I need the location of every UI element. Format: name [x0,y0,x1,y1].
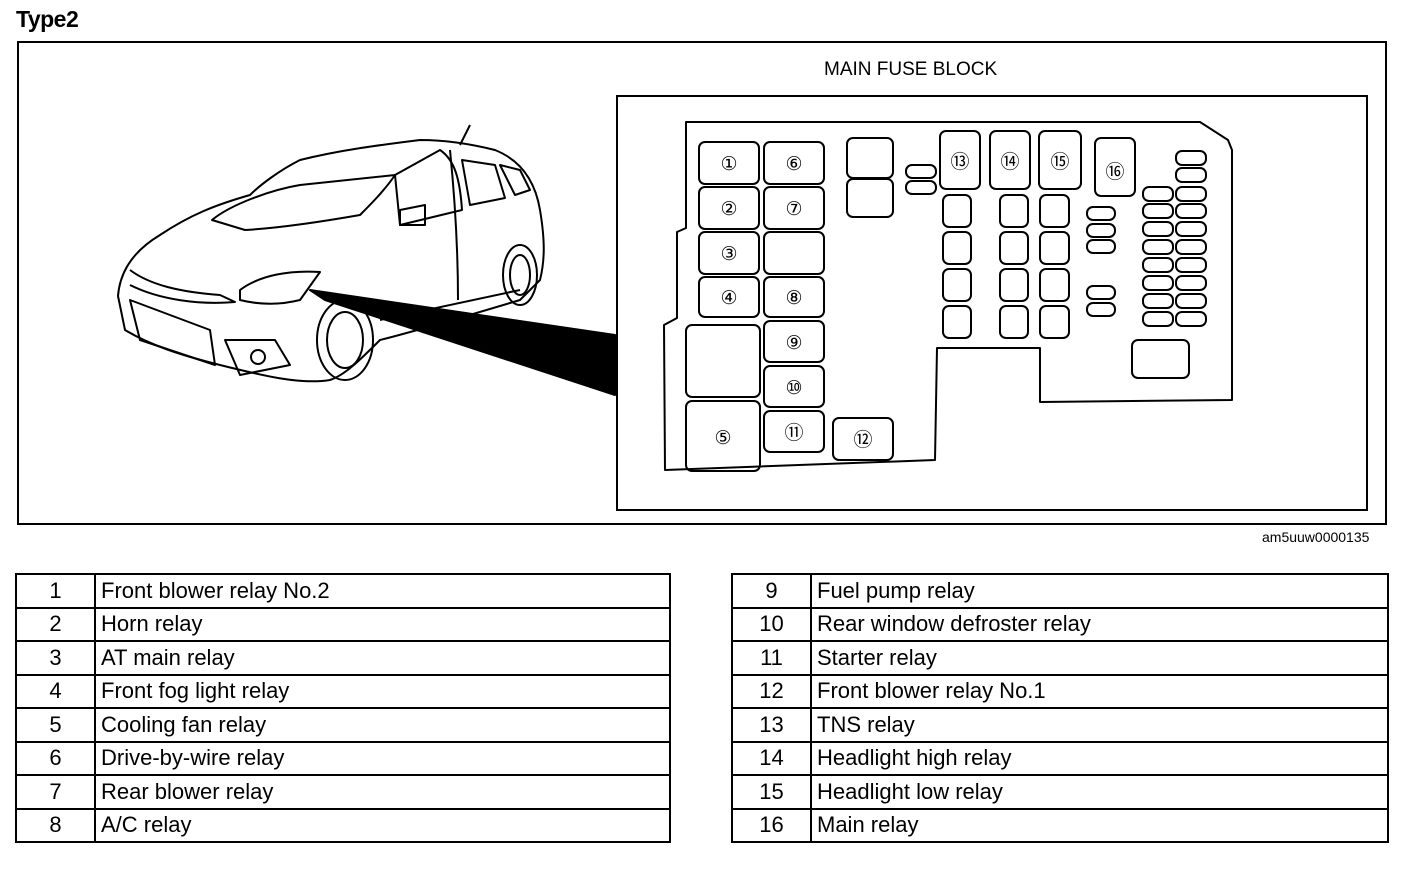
relay-marker-6: ⑥ [785,154,802,175]
relay-slot-13 [939,130,981,190]
relay-marker-12: ⑫ [853,429,872,451]
relay-name: AT main relay [94,640,671,676]
fuse-block-outline [663,121,1233,471]
fuse-slot [846,178,894,218]
relay-name: Cooling fan relay [94,707,671,743]
relay-number: 3 [15,640,96,676]
relay-number: 4 [15,673,96,709]
relay-slot-5 [685,400,761,472]
relay-slot-3 [698,231,760,275]
relay-marker-7: ⑦ [785,199,802,220]
relay-number: 8 [15,807,96,843]
relay-slot-10 [763,365,825,408]
relay-number: 5 [15,707,96,743]
relay-number: 14 [731,740,812,776]
relay-marker-4: ④ [720,288,737,309]
diagram-frame [17,41,1387,525]
relay-slot-2 [698,186,760,230]
mini-fuse [905,180,937,195]
relay-number: 6 [15,740,96,776]
fuse-grid [942,150,1207,379]
fuse-block-detail-box [616,95,1368,511]
relay-number: 11 [731,640,812,676]
relay-name: Front blower relay No.1 [810,673,1389,709]
mini-fuse [905,164,937,179]
relay-slot-14 [989,130,1031,190]
relay-slot-1 [698,141,760,185]
relay-slot-4 [698,276,760,318]
relay-marker-3: ③ [720,244,737,265]
relay-name: Front fog light relay [94,673,671,709]
relay-name: Fuel pump relay [810,573,1389,609]
relay-number: 13 [731,707,812,743]
relay-marker-11: ⑪ [784,422,803,444]
relay-marker-13: ⑬ [950,151,969,173]
relay-name: Front blower relay No.2 [94,573,671,609]
relay-marker-2: ② [720,199,737,220]
relay-marker-10: ⑩ [785,378,802,399]
relay-number: 10 [731,606,812,642]
relay-slot-16 [1094,137,1136,197]
relay-number: 1 [15,573,96,609]
relay-slot-empty [763,231,825,275]
main-fuse-block-label: MAIN FUSE BLOCK [824,59,998,80]
fuse-slot [846,137,894,179]
car-illustration [117,124,545,383]
relay-marker-1: ① [720,154,737,175]
relay-number: 12 [731,673,812,709]
relay-slot-11 [763,410,825,453]
relay-name: Main relay [810,807,1389,843]
relay-slot-9 [763,320,825,363]
relay-slot-6 [763,141,825,185]
relay-slot-empty [685,324,761,398]
relay-marker-8: ⑧ [785,288,802,309]
relay-name: A/C relay [94,807,671,843]
relay-number: 9 [731,573,812,609]
relay-name: Horn relay [94,606,671,642]
relay-marker-5: ⑤ [714,428,731,449]
relay-name: Rear window defroster relay [810,606,1389,642]
relay-slot-8 [763,276,825,318]
relay-name: Headlight high relay [810,740,1389,776]
relay-slot-12 [832,417,894,461]
relay-number: 16 [731,807,812,843]
figure-id: am5uuw0000135 [1262,529,1370,545]
relay-slot-7 [763,186,825,230]
callout-wedge [309,289,616,396]
relay-number: 15 [731,774,812,810]
relay-name: Drive-by-wire relay [94,740,671,776]
relay-marker-14: ⑭ [1000,151,1019,173]
relay-marker-16: ⑯ [1105,161,1124,183]
relay-name: TNS relay [810,707,1389,743]
relay-slot-15 [1038,130,1082,190]
relay-marker-9: ⑨ [785,333,802,354]
page-title: Type2 [16,6,79,32]
relay-name: Rear blower relay [94,774,671,810]
relay-name: Headlight low relay [810,774,1389,810]
relay-number: 2 [15,606,96,642]
relay-name: Starter relay [810,640,1389,676]
relay-marker-15: ⑮ [1050,151,1069,173]
relay-number: 7 [15,774,96,810]
